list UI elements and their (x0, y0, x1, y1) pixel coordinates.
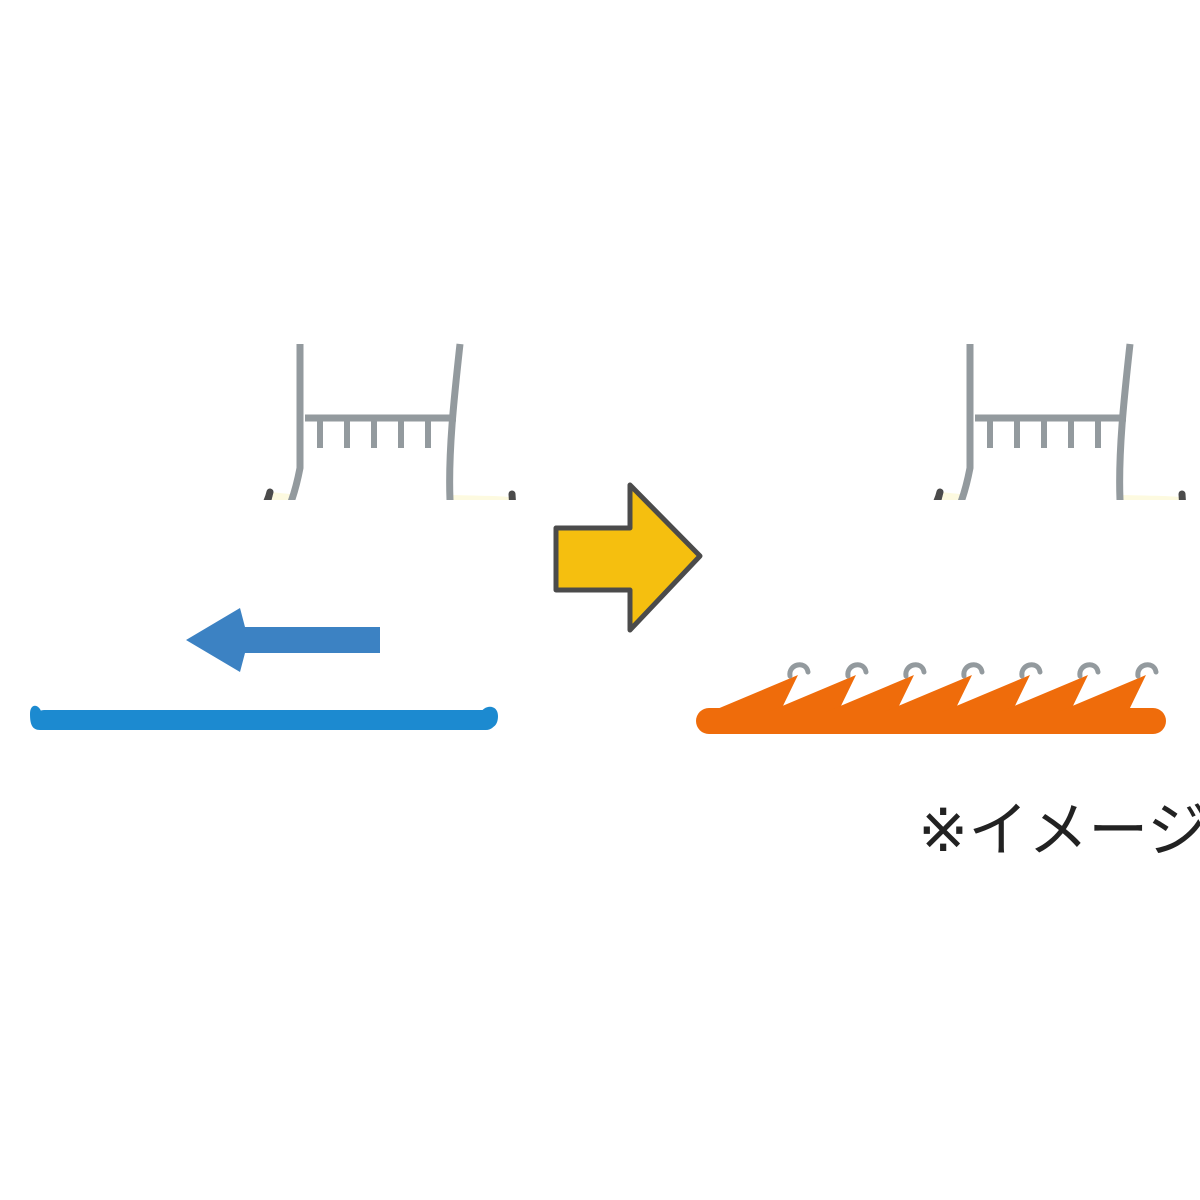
angled-grip-insole-icon (710, 675, 1146, 712)
slippery-flat-insole-bar (34, 710, 496, 730)
angled-grip-insole-bar (696, 708, 1166, 734)
right-arrow-icon (553, 482, 703, 633)
shoe-before (15, 344, 517, 730)
shoe-after (685, 344, 1187, 734)
foot-slide-arrow-icon (186, 608, 380, 672)
grip-hooks-icon (787, 662, 1159, 679)
image-note-caption: ※イメージ (918, 796, 1200, 866)
